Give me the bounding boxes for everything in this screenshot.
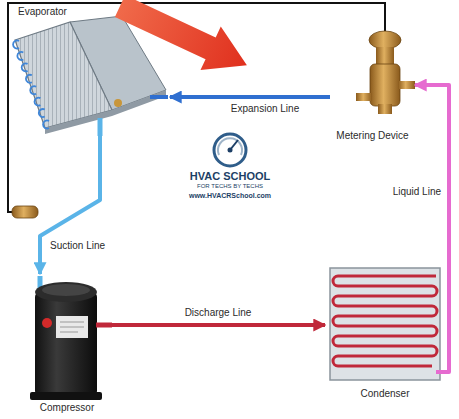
component-label: Metering Device xyxy=(335,130,409,142)
sensing-bulb xyxy=(12,206,38,218)
line-label: Suction Line xyxy=(48,240,107,252)
logo-url: www.HVACRSchool.com xyxy=(189,192,271,200)
logo-tagline: FOR TECHS BY TECHS xyxy=(197,183,263,190)
line-label: Liquid Line xyxy=(391,186,443,198)
component-node: Compressor xyxy=(22,274,112,414)
line-label: Expansion Line xyxy=(229,103,301,115)
component-node: Evaporator xyxy=(5,6,170,136)
component-node: Condenser xyxy=(325,262,445,400)
component-node: Metering Device xyxy=(330,20,415,142)
refrigerant-line xyxy=(415,85,449,372)
evaporator-coil xyxy=(13,16,168,136)
component-label: Compressor xyxy=(39,402,95,414)
logo-gauge xyxy=(214,134,246,166)
logo-title: HVAC SCHOOL xyxy=(190,170,270,182)
refrigerant-line xyxy=(112,323,325,327)
airflow-arrow xyxy=(110,0,257,87)
component-label: Evaporator xyxy=(17,6,68,18)
refrigerant-line xyxy=(170,95,330,99)
refrigerant-line xyxy=(40,136,100,274)
compressor-body xyxy=(30,276,112,400)
metering-device xyxy=(356,24,415,114)
condenser-coil xyxy=(330,268,445,380)
component-label: Condenser xyxy=(360,388,411,400)
line-label: Discharge Line xyxy=(183,307,254,319)
